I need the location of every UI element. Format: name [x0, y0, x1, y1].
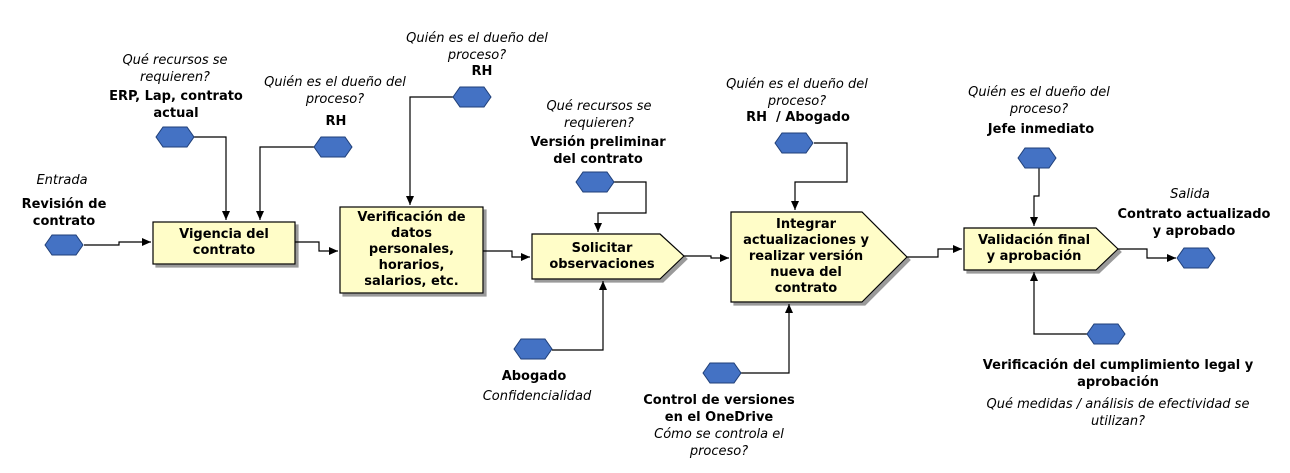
annotation-note: Confidencialidad [482, 389, 592, 404]
hexagon-icon [513, 338, 553, 360]
annotation-answer: Jefe inmediato [987, 122, 1095, 137]
annotation-answer: RH [325, 114, 347, 129]
annotation-answer: RH [471, 64, 493, 79]
hexagon-icon [1176, 247, 1216, 269]
hexagon-icon [313, 136, 353, 158]
connector-a6 [791, 142, 848, 210]
connector-a5 [552, 281, 607, 351]
hexagon-icon [44, 234, 84, 256]
hexagon-icon [774, 132, 814, 154]
annotation-question: Cómo se controla el proceso? [654, 427, 784, 459]
connector-1-2 [295, 241, 338, 255]
connector-2-3 [483, 250, 530, 261]
hexagon-icon [452, 86, 492, 108]
connector-a3 [406, 96, 456, 205]
salida-value: Contrato actualizado y aprobado [1117, 207, 1271, 239]
step-box-validacion [963, 227, 1119, 271]
step-title-integrar: Integrar actualizaciones y realizar vers… [743, 217, 869, 296]
step-box-verificacion [339, 206, 484, 294]
connector-a2 [256, 146, 316, 220]
entrada-label: Entrada [36, 173, 88, 188]
step-box-integrar [730, 211, 908, 303]
salida-label: Salida [1170, 187, 1210, 202]
annotation-question: Qué medidas / análisis de efectividad se… [986, 397, 1250, 429]
connector-a8 [1030, 168, 1040, 226]
annotation-answer: Versión preliminar del contrato [530, 135, 666, 167]
connector-a9 [1030, 272, 1087, 335]
annotation-answer: ERP, Lap, contrato actual [109, 89, 243, 121]
connector-3-4 [684, 254, 729, 262]
annotation-answer: Verificación del cumplimiento legal y ap… [982, 358, 1254, 390]
step-title-verificacion: Verificación de datos personales, horari… [357, 210, 466, 289]
annotation-question: Quién es el dueño del proceso? [264, 75, 406, 107]
annotation-question: Quién es el dueño del proceso? [968, 85, 1110, 117]
connector-a7 [741, 304, 793, 374]
entrada-value: Revisión de contrato [21, 197, 107, 229]
connector-4-5 [907, 245, 962, 258]
connector-a4 [594, 181, 647, 232]
step-box-vigencia [152, 221, 296, 265]
annotation-question: Quién es el dueño del proceso? [726, 77, 868, 109]
step-title-validacion: Validación final y aprobación [977, 233, 1091, 264]
annotation-answer: Control de versiones en el OneDrive [643, 393, 795, 425]
connector-entrada [84, 238, 151, 246]
connector-salida [1118, 248, 1176, 262]
annotation-question: Quién es el dueño del proceso? [406, 31, 548, 63]
step-box-solicitar [531, 233, 685, 280]
annotation-answer: Abogado [501, 369, 567, 384]
hexagon-icon [575, 171, 615, 193]
hexagon-icon [1086, 323, 1126, 345]
step-title-solicitar: Solicitar observaciones [549, 240, 655, 272]
hexagon-icon [1017, 147, 1057, 169]
step-title-vigencia: Vigencia del contrato [179, 227, 269, 258]
connector-a1 [194, 136, 230, 220]
annotation-answer: RH / Abogado [746, 110, 850, 125]
annotation-question: Qué recursos se requieren? [122, 53, 228, 85]
annotation-question: Qué recursos se requieren? [546, 99, 652, 131]
hexagon-icon [702, 362, 742, 384]
hexagon-icon [155, 126, 195, 148]
